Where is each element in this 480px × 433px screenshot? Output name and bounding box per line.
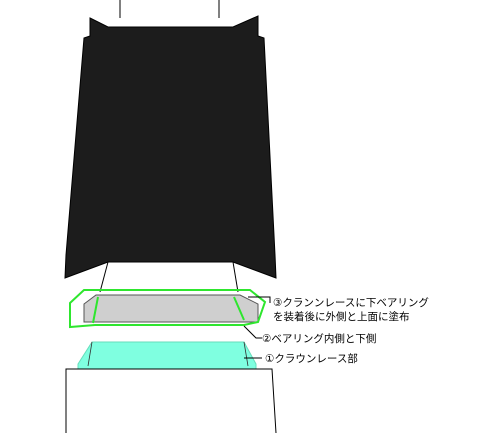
- label-step3-line1: ③クランンレースに下ベアリング: [273, 297, 429, 309]
- label-step2: ②ベアリング内側と下側: [262, 333, 377, 345]
- fork-crown: [65, 368, 277, 433]
- grease-outline-inner: [92, 296, 245, 324]
- leader-line-step3: [248, 296, 271, 303]
- grease-outline-outer: [69, 289, 267, 329]
- lower-tube-left-edge: [99, 261, 109, 293]
- leader-line-step2: [243, 325, 262, 339]
- crown-race: [77, 341, 257, 370]
- head-tube-body: [64, 15, 277, 279]
- label-step1: ①クラウンレース部: [265, 353, 358, 365]
- lower-bearing: [83, 294, 259, 323]
- label-step3-line2: を装着後に外側と上面に塗布: [273, 311, 410, 323]
- lower-tube-right-edge: [232, 261, 239, 293]
- crown-race-inner-lines: [87, 341, 249, 367]
